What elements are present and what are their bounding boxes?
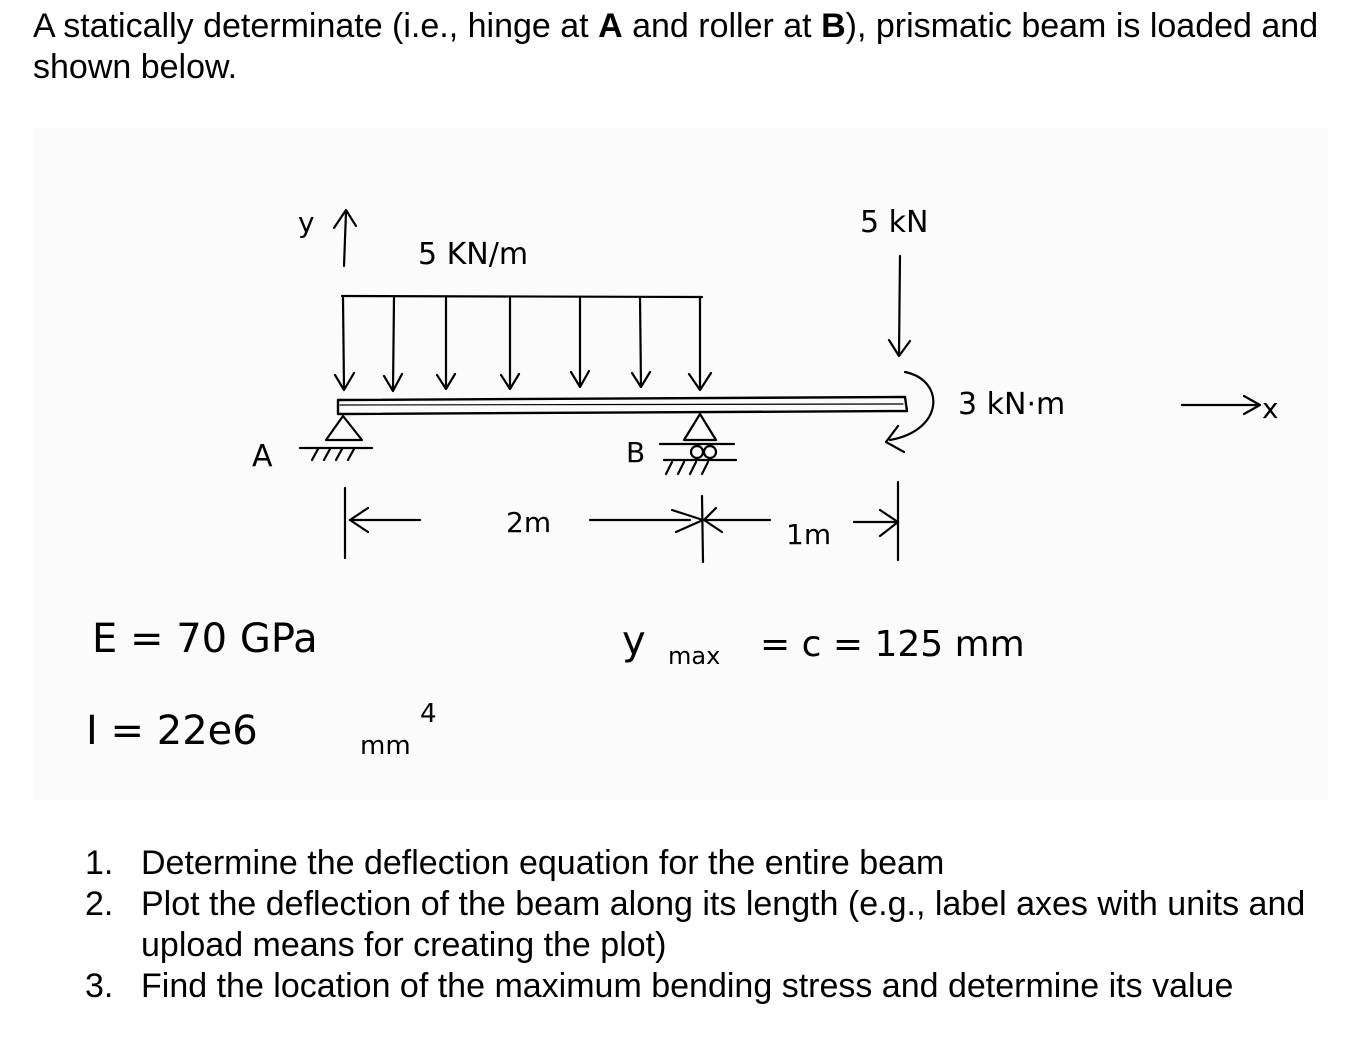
point-load-label: 5 kN — [860, 205, 928, 240]
distributed-load-arrows — [333, 294, 713, 393]
inertia-unit: mm — [360, 731, 411, 761]
task-text: Plot the deflection of the beam along it… — [141, 885, 1306, 964]
problem-statement: A statically determinate (i.e., hinge at… — [33, 6, 1343, 88]
ymax-subscript: max — [668, 642, 720, 670]
moment-arc — [884, 370, 935, 454]
task-text: Determine the deflection equation for th… — [141, 844, 945, 882]
inertia-exponent: 4 — [420, 699, 437, 729]
intro-text-3: ), prismatic beam is loaded and shown be… — [33, 7, 1319, 86]
list-item: 3. Find the location of the maximum bendi… — [85, 966, 1335, 1007]
intro-text-2: and roller at — [622, 7, 822, 45]
x-axis-arrow — [1180, 394, 1262, 416]
x-axis-label: x — [1262, 392, 1279, 425]
list-item: 1. Determine the deflection equation for … — [85, 843, 1335, 884]
y-axis-label: y — [298, 206, 315, 239]
ymax-symbol: y — [622, 618, 646, 664]
beam-figure: y 5 KN/m 5 kN 3 kN·m — [33, 128, 1328, 800]
support-b-label: B — [626, 436, 645, 469]
beam — [336, 395, 909, 416]
task-number: 1. — [85, 844, 114, 882]
support-a-label: A — [252, 439, 273, 474]
support-a-ref: A — [598, 7, 623, 45]
dimension-lines — [343, 480, 900, 564]
intro-text-1: A statically determinate (i.e., hinge at — [33, 7, 599, 45]
task-list: 1. Determine the deflection equation for … — [85, 843, 1335, 1007]
task-number: 3. — [85, 967, 114, 1005]
point-load-arrow — [887, 254, 912, 358]
task-text: Find the location of the maximum bending… — [141, 967, 1234, 1005]
list-item: 2. Plot the deflection of the beam along … — [85, 884, 1335, 966]
roller-support-b — [658, 412, 738, 476]
inertia-label: I = 22e6 — [86, 708, 258, 754]
distributed-load-label: 5 KN/m — [418, 237, 528, 272]
support-b-ref: B — [821, 7, 846, 45]
task-number: 2. — [85, 885, 114, 923]
y-axis-arrow — [332, 208, 358, 268]
hinge-support-a — [298, 414, 374, 462]
span-ab-label: 2m — [506, 506, 551, 539]
span-overhang-label: 1m — [786, 518, 831, 551]
moment-label: 3 kN·m — [958, 387, 1065, 422]
ymax-value: = c = 125 mm — [760, 624, 1025, 665]
modulus-label: E = 70 GPa — [92, 616, 318, 662]
